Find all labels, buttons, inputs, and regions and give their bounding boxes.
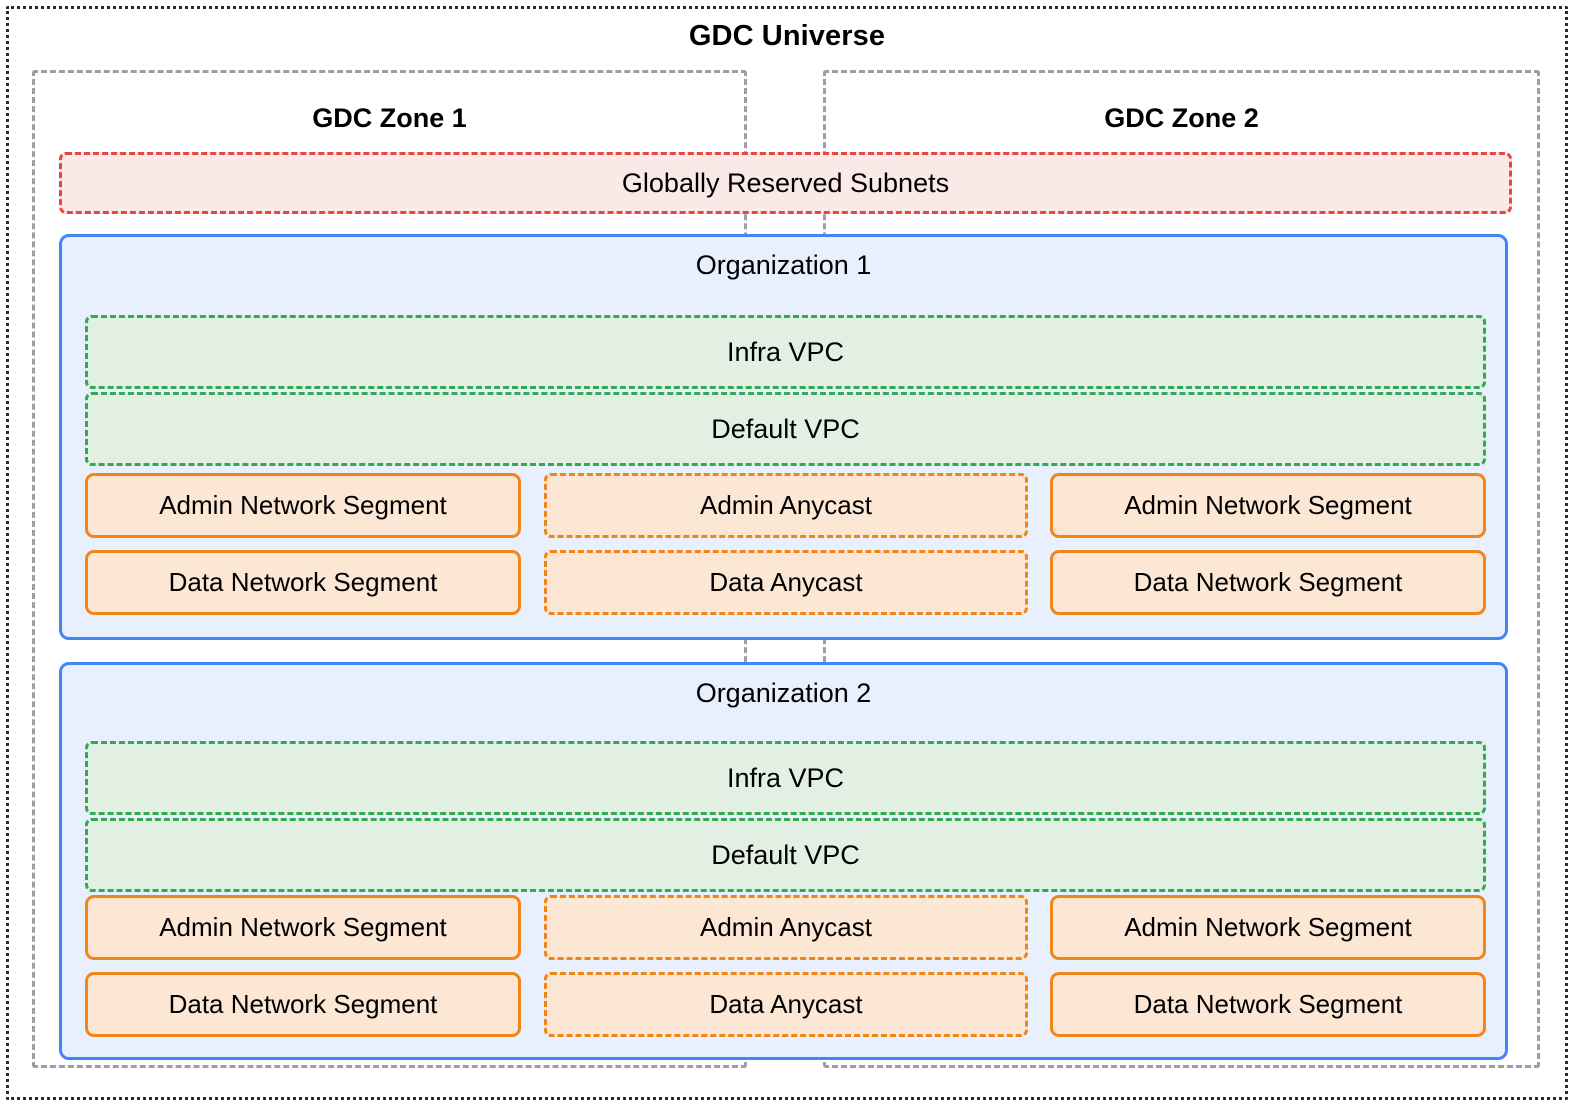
- organization-2-infra-vpc: Infra VPC: [85, 741, 1486, 815]
- globally-reserved-subnets-box: Globally Reserved Subnets: [59, 152, 1512, 214]
- organization-1-zone-1-data-network-segment-label: Data Network Segment: [168, 567, 438, 597]
- organization-1-zone-1-data-network-segment: Data Network Segment: [85, 550, 521, 615]
- organization-1-zone-2-data-network-segment-label: Data Network Segment: [1133, 567, 1403, 597]
- organization-2-admin-anycast: Admin Anycast: [544, 895, 1028, 960]
- gdc-zone-2-title: GDC Zone 2: [1104, 103, 1259, 133]
- organization-2-zone-2-admin-network-segment: Admin Network Segment: [1050, 895, 1486, 960]
- organization-1-zone-1-admin-network-segment-label: Admin Network Segment: [159, 490, 447, 520]
- organization-1-data-row: Data Network Segment Data Anycast Data N…: [62, 550, 1505, 615]
- organization-2-zone-1-admin-network-segment: Admin Network Segment: [85, 895, 521, 960]
- organization-1-admin-anycast-label: Admin Anycast: [700, 490, 872, 520]
- organization-2-zone-2-data-network-segment: Data Network Segment: [1050, 972, 1486, 1037]
- organization-1-infra-vpc-label: Infra VPC: [726, 336, 845, 367]
- organization-1-zone-2-admin-network-segment-label: Admin Network Segment: [1124, 490, 1412, 520]
- organization-2-data-row: Data Network Segment Data Anycast Data N…: [62, 972, 1505, 1037]
- organization-1-default-vpc-label: Default VPC: [711, 413, 860, 444]
- organization-2-default-vpc-label: Default VPC: [711, 839, 860, 870]
- organization-2-zone-1-data-network-segment-label: Data Network Segment: [168, 989, 438, 1019]
- organization-1-zone-1-admin-network-segment: Admin Network Segment: [85, 473, 521, 538]
- organization-2-box: Organization 2 Infra VPC Default VPC Adm…: [59, 662, 1508, 1060]
- organization-1-zone-2-admin-network-segment: Admin Network Segment: [1050, 473, 1486, 538]
- organization-2-zone-1-data-network-segment: Data Network Segment: [85, 972, 521, 1037]
- organization-2-zone-2-admin-network-segment-label: Admin Network Segment: [1124, 912, 1412, 942]
- organization-1-data-anycast: Data Anycast: [544, 550, 1028, 615]
- gdc-universe-boundary: [6, 6, 1568, 1100]
- organization-1-admin-row: Admin Network Segment Admin Anycast Admi…: [62, 473, 1505, 538]
- organization-1-box: Organization 1 Infra VPC Default VPC Adm…: [59, 234, 1508, 640]
- organization-2-default-vpc: Default VPC: [85, 818, 1486, 892]
- organization-1-default-vpc: Default VPC: [85, 392, 1486, 466]
- organization-2-zone-2-data-network-segment-label: Data Network Segment: [1133, 989, 1403, 1019]
- organization-2-admin-row: Admin Network Segment Admin Anycast Admi…: [62, 895, 1505, 960]
- gdc-zone-1-title: GDC Zone 1: [312, 103, 467, 133]
- organization-1-title: Organization 1: [695, 250, 872, 280]
- organization-2-title: Organization 2: [695, 678, 872, 708]
- organization-2-admin-anycast-label: Admin Anycast: [700, 912, 872, 942]
- organization-2-infra-vpc-label: Infra VPC: [726, 762, 845, 793]
- organization-1-infra-vpc: Infra VPC: [85, 315, 1486, 389]
- organization-1-data-anycast-label: Data Anycast: [709, 567, 863, 597]
- organization-2-zone-1-admin-network-segment-label: Admin Network Segment: [159, 912, 447, 942]
- globally-reserved-subnets-label: Globally Reserved Subnets: [621, 167, 950, 198]
- organization-2-data-anycast-label: Data Anycast: [709, 989, 863, 1019]
- organization-1-admin-anycast: Admin Anycast: [544, 473, 1028, 538]
- organization-2-data-anycast: Data Anycast: [544, 972, 1028, 1037]
- organization-1-zone-2-data-network-segment: Data Network Segment: [1050, 550, 1486, 615]
- gdc-universe-title: GDC Universe: [688, 20, 886, 52]
